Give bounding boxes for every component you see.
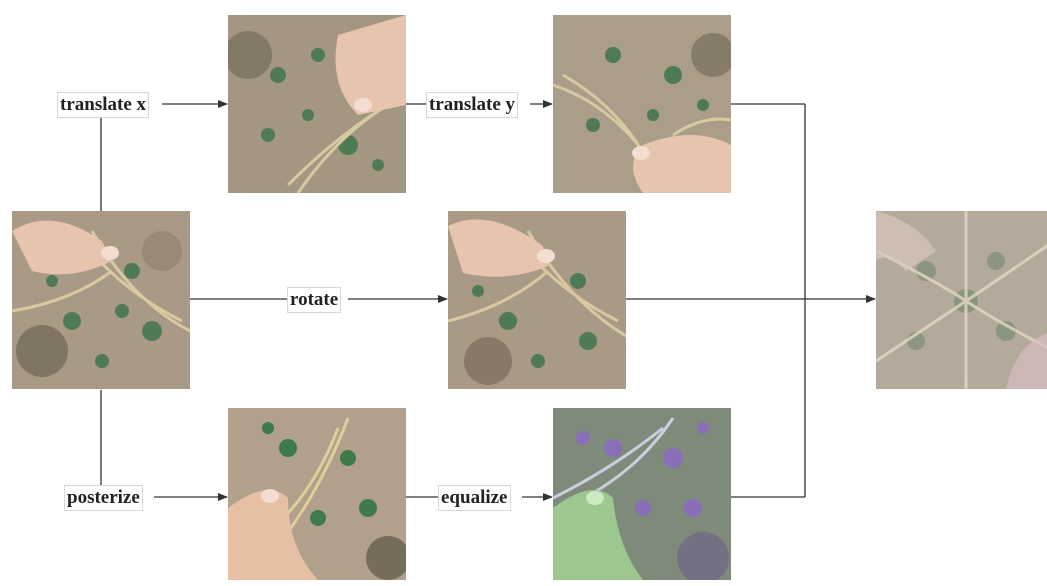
equalize-label: equalize	[438, 485, 511, 511]
posterized-image	[228, 408, 406, 586]
translate-y-label: translate y	[426, 92, 518, 118]
posterize-label: posterize	[64, 485, 143, 511]
equalized-image	[553, 408, 731, 586]
translated-x-image	[228, 15, 406, 193]
mixed-result-image	[876, 211, 1047, 389]
translated-y-image	[553, 15, 731, 193]
rotate-label: rotate	[287, 287, 341, 313]
original-image	[12, 211, 190, 389]
rotated-image	[448, 211, 626, 389]
translate-x-label: translate x	[57, 92, 149, 118]
